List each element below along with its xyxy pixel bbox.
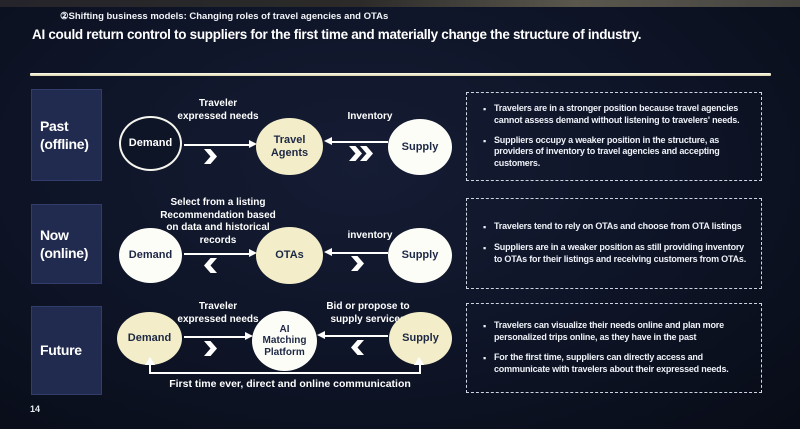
demand-node-now: Demand [119,228,182,283]
supply-arrow-line [332,141,388,143]
note-bullet: ▪Travelers can visualize their needs onl… [483,320,724,343]
era-label-future: Future [31,306,102,395]
chevron-left-icon [204,258,217,273]
bullet-square-icon: ▪ [483,321,486,332]
arrowhead-left-icon [324,137,332,145]
chevron-right-icon [204,149,217,164]
bullet-square-icon: ▪ [483,135,486,146]
chevron-left-icon [351,340,364,355]
supply-arrow-line [325,335,388,337]
arrowhead-up-icon [414,357,424,365]
arrowhead-right-icon [249,140,257,148]
note-bullet: ▪For the first time, suppliers can direc… [483,352,729,374]
notes-box-future: ▪Travelers can visualize their needs onl… [466,303,762,393]
supply-arrow-label-past: Inventory [347,111,393,122]
arrowhead-left-icon [324,248,332,256]
middle-node-travel-agents: Travel Agents [256,118,323,175]
chevron-right-icon [204,341,217,356]
bullet-square-icon: ▪ [483,353,486,363]
supply-node-future: Supply [389,312,452,365]
bullet-square-icon: ▪ [483,222,486,233]
title-divider-rule [30,73,771,76]
arrowhead-up-icon [145,357,155,365]
demand-node-future: Demand [117,312,182,365]
supply-node-now: Supply [388,228,452,283]
demand-arrow-label-now: Select from a listing Recommendation bas… [160,197,276,246]
notes-box-now: ▪Travelers tend to rely on OTAs and choo… [466,198,762,289]
direct-communication-connector [149,365,421,374]
page-number: 14 [30,404,41,414]
arrowhead-right-icon [249,249,257,257]
note-bullet: ▪Travelers are in a stronger position be… [483,102,740,125]
bullet-square-icon: ▪ [483,103,486,114]
chevron-right-icon [351,256,364,271]
bullet-square-icon: ▪ [483,243,486,254]
note-bullet: ▪Suppliers occupy a weaker position in t… [483,134,720,169]
chevron-double-right-icon [349,146,373,161]
slide-kicker: ②Shifting business models: Changing role… [60,11,389,22]
demand-arrow-line [184,336,246,338]
note-bullet: ▪Suppliers are in a weaker position as s… [483,242,747,264]
demand-arrow-line [184,144,250,146]
screen-bezel [0,0,800,7]
direct-communication-label: First time ever, direct and online commu… [169,378,411,390]
demand-arrow-label-past: Traveler expressed needs [177,98,259,122]
slide-title: AI could return control to suppliers for… [32,27,642,42]
middle-node-otas: OTAs [256,227,323,284]
demand-arrow-line [184,253,250,255]
era-label-past: Past (offline) [31,89,102,181]
supply-arrow-line [332,252,388,254]
demand-arrow-label-future: Traveler expressed needs [177,301,259,325]
arrowhead-right-icon [245,332,253,340]
slide-canvas: ②Shifting business models: Changing role… [0,7,800,429]
arrowhead-left-icon [317,331,325,339]
supply-node-past: Supply [388,119,452,175]
supply-arrow-label-future: Bid or propose to supply services [326,301,410,325]
era-label-now: Now (online) [31,204,102,284]
notes-box-past: ▪Travelers are in a stronger position be… [466,92,762,181]
middle-node-ai-matching-platform: AI Matching Platform [252,311,317,371]
demand-node-past: Demand [119,116,182,171]
note-bullet: ▪Travelers tend to rely on OTAs and choo… [483,221,742,233]
supply-arrow-label-now: inventory [347,230,393,241]
